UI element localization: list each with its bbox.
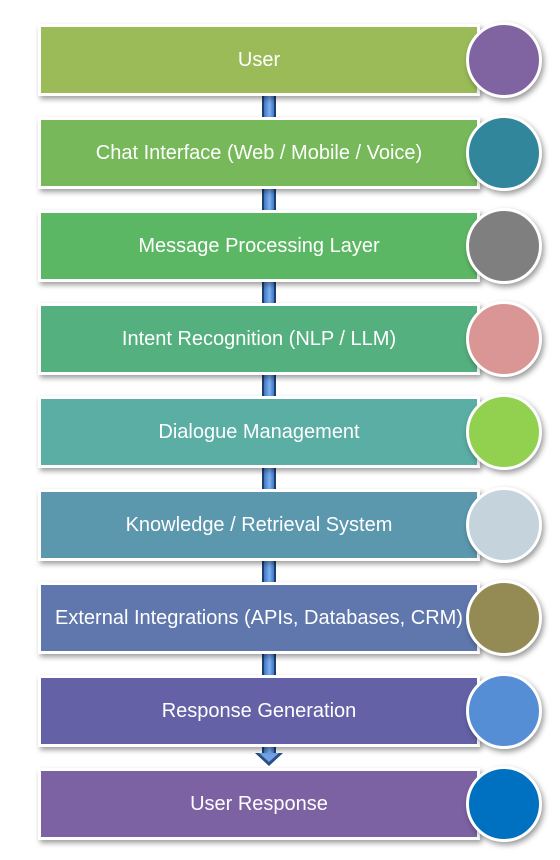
step-label: Intent Recognition (NLP / LLM) bbox=[121, 328, 397, 350]
step-marker-dot bbox=[466, 487, 542, 563]
step-marker-dot bbox=[466, 301, 542, 377]
step-marker-dot bbox=[466, 766, 542, 842]
step-label: Chat Interface (Web / Mobile / Voice) bbox=[95, 142, 423, 164]
step-chat-interface: Chat Interface (Web / Mobile / Voice) bbox=[38, 117, 480, 189]
step-marker-dot bbox=[466, 208, 542, 284]
connector-4 bbox=[262, 375, 276, 396]
arrow-head-highlight bbox=[259, 753, 279, 762]
step-label: Response Generation bbox=[161, 700, 357, 722]
connector-6 bbox=[262, 561, 276, 582]
connector-5 bbox=[262, 468, 276, 489]
step-label: Knowledge / Retrieval System bbox=[125, 514, 393, 536]
step-label: Dialogue Management bbox=[158, 421, 360, 443]
step-user: User bbox=[38, 24, 480, 96]
step-marker-dot bbox=[466, 22, 542, 98]
step-marker-dot bbox=[466, 394, 542, 470]
step-label: User Response bbox=[190, 793, 328, 815]
connector-8 bbox=[262, 747, 276, 755]
step-knowledge-retrieval: Knowledge / Retrieval System bbox=[38, 489, 480, 561]
step-external-integrations: External Integrations (APIs, Databases, … bbox=[38, 582, 480, 654]
step-label: Message Processing Layer bbox=[138, 235, 380, 257]
step-label: External Integrations (APIs, Databases, … bbox=[55, 607, 463, 629]
connector-1 bbox=[262, 96, 276, 117]
step-intent-recognition: Intent Recognition (NLP / LLM) bbox=[38, 303, 480, 375]
connector-2 bbox=[262, 189, 276, 210]
step-label: User bbox=[237, 49, 281, 71]
connector-3 bbox=[262, 282, 276, 303]
step-marker-dot bbox=[466, 580, 542, 656]
step-marker-dot bbox=[466, 673, 542, 749]
step-user-response: User Response bbox=[38, 768, 480, 840]
step-message-processing: Message Processing Layer bbox=[38, 210, 480, 282]
step-dialogue-management: Dialogue Management bbox=[38, 396, 480, 468]
step-marker-dot bbox=[466, 115, 542, 191]
step-response-generation: Response Generation bbox=[38, 675, 480, 747]
connector-7 bbox=[262, 654, 276, 675]
